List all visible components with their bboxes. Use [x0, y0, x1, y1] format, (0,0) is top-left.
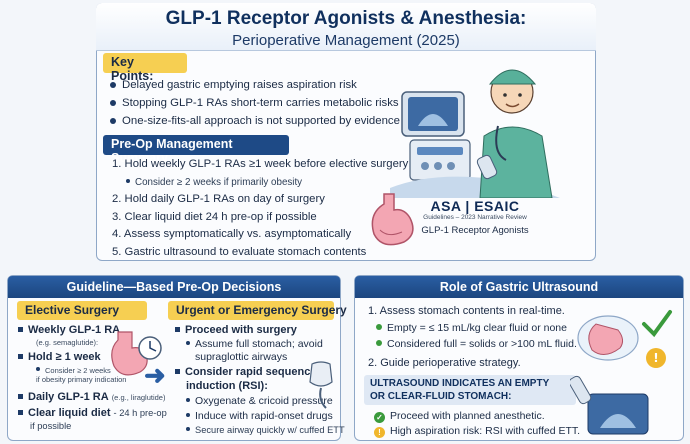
list-item: 3. Clear liquid diet 24 h pre-op if poss…	[112, 210, 317, 223]
high-risk-rsi: !High aspiration risk: RSI with cuffed E…	[374, 425, 580, 438]
oxygenate-item: Oxygenate & cricoid pressure	[186, 395, 333, 407]
proceed-surgery-item: Proceed with surgery	[175, 324, 297, 336]
ultrasound-panel-heading: Role of Gastric Ultrasound	[355, 276, 683, 298]
result-line-1: ULTRASOUND INDICATES AN EMPTY	[370, 378, 550, 389]
list-subitem: Consider ≥ 2 weeks if primarily obesity	[112, 174, 408, 192]
list-item: 4. Assess symptomatically vs. asymptomat…	[112, 228, 352, 240]
proceed-anesthetic: ✓Proceed with planned anesthetic.	[374, 410, 545, 423]
rsi-item-2: induction (RSI):	[186, 380, 268, 392]
assume-full-stomach-2: supraglottic airways	[195, 351, 288, 363]
page-subtitle: Perioperative Management (2025)	[232, 32, 460, 49]
assess-step: 1. Assess stomach contents in real-time.	[368, 305, 565, 317]
list-item: 5. Gastric ultrasound to evaluate stomac…	[112, 245, 367, 258]
page-title: GLP-1 Receptor Agonists & Anesthesia:	[165, 8, 527, 29]
key-points-heading: Key Points:	[103, 53, 187, 83]
urgent-surgery-label: Urgent or Emergency Surgery	[168, 301, 347, 320]
stomach-clock-icon	[111, 331, 162, 376]
key-points-list: Delayed gastric emptying raises aspirati…	[108, 76, 400, 130]
preop-summary-list: 1. Hold weekly GLP-1 RAs ≥1 week before …	[112, 156, 408, 261]
oxygen-mask-icon	[309, 361, 333, 409]
hold-subitem-2: if obesity primary indication	[36, 375, 127, 384]
full-criterion: Considered full = solids or >100 mL flui…	[376, 338, 577, 350]
hold-subitem-1: Consider ≥ 2 weeks	[36, 366, 111, 375]
list-item: One-size-fits-all approach is not suppor…	[108, 112, 400, 130]
weekly-ra-example: (e.g. semaglutide):	[36, 338, 99, 347]
daily-ra-item: Daily GLP-1 RA(e.g., liraglutide)	[18, 391, 165, 403]
warning-icon: !	[374, 427, 385, 438]
preop-summary-heading: Pre-Op Management Summary	[103, 135, 289, 165]
list-item: Stopping GLP-1 RAs short-term carries me…	[108, 94, 400, 112]
ultrasound-result-box	[364, 375, 576, 405]
result-line-2: OR CLEAR-FLUID STOMACH:	[370, 391, 512, 402]
check-icon: ✓	[374, 412, 385, 423]
clear-liquid-tail: if possible	[30, 421, 72, 431]
asa-esaic-logo: ASA | ESAIC Guidelines – 2023 Narrative …	[414, 198, 536, 250]
logo-caption: GLP-1 Receptor Agonists	[421, 225, 529, 236]
empty-criterion: Empty = ≤ 15 mL/kg clear fluid or none	[376, 322, 567, 334]
stomach-icon	[371, 193, 414, 246]
rsi-item: Consider rapid sequence	[175, 366, 316, 378]
list-item: 1. Hold weekly GLP-1 RAs ≥1 week before …	[112, 158, 409, 170]
elective-surgery-label: Elective Surgery	[17, 301, 147, 320]
assume-full-stomach: Assume full stomach; avoid	[186, 338, 323, 350]
guideline-panel-heading: Guideline—Based Pre-Op Decisions	[8, 276, 340, 298]
induce-item: Induce with rapid-onset drugs	[186, 410, 333, 422]
list-item: 2. Hold daily GLP-1 RAs on day of surger…	[112, 193, 325, 205]
title-banner: GLP-1 Receptor Agonists & Anesthesia: Pe…	[96, 3, 596, 51]
secure-airway-item: Secure airway quickly w/ cuffed ETT	[186, 425, 345, 435]
guide-step: 2. Guide perioperative strategy.	[368, 357, 521, 369]
weekly-ra-item: Weekly GLP-1 RA	[18, 324, 120, 336]
arrow-right-icon: ➜	[144, 360, 166, 390]
clinician-ultrasound-illustration	[390, 69, 560, 198]
clear-liquid-item: Clear liquid diet- 24 h pre-op	[18, 407, 167, 419]
list-item: Delayed gastric emptying raises aspirati…	[108, 76, 400, 94]
logo-subtext: Guidelines – 2023 Narrative Review	[423, 214, 527, 221]
logo-main-text: ASA | ESAIC	[430, 198, 520, 214]
gastric-ultrasound-illustration: !	[570, 310, 672, 435]
hold-item: Hold ≥ 1 week	[18, 351, 101, 363]
svg-text:!: !	[653, 351, 658, 365]
